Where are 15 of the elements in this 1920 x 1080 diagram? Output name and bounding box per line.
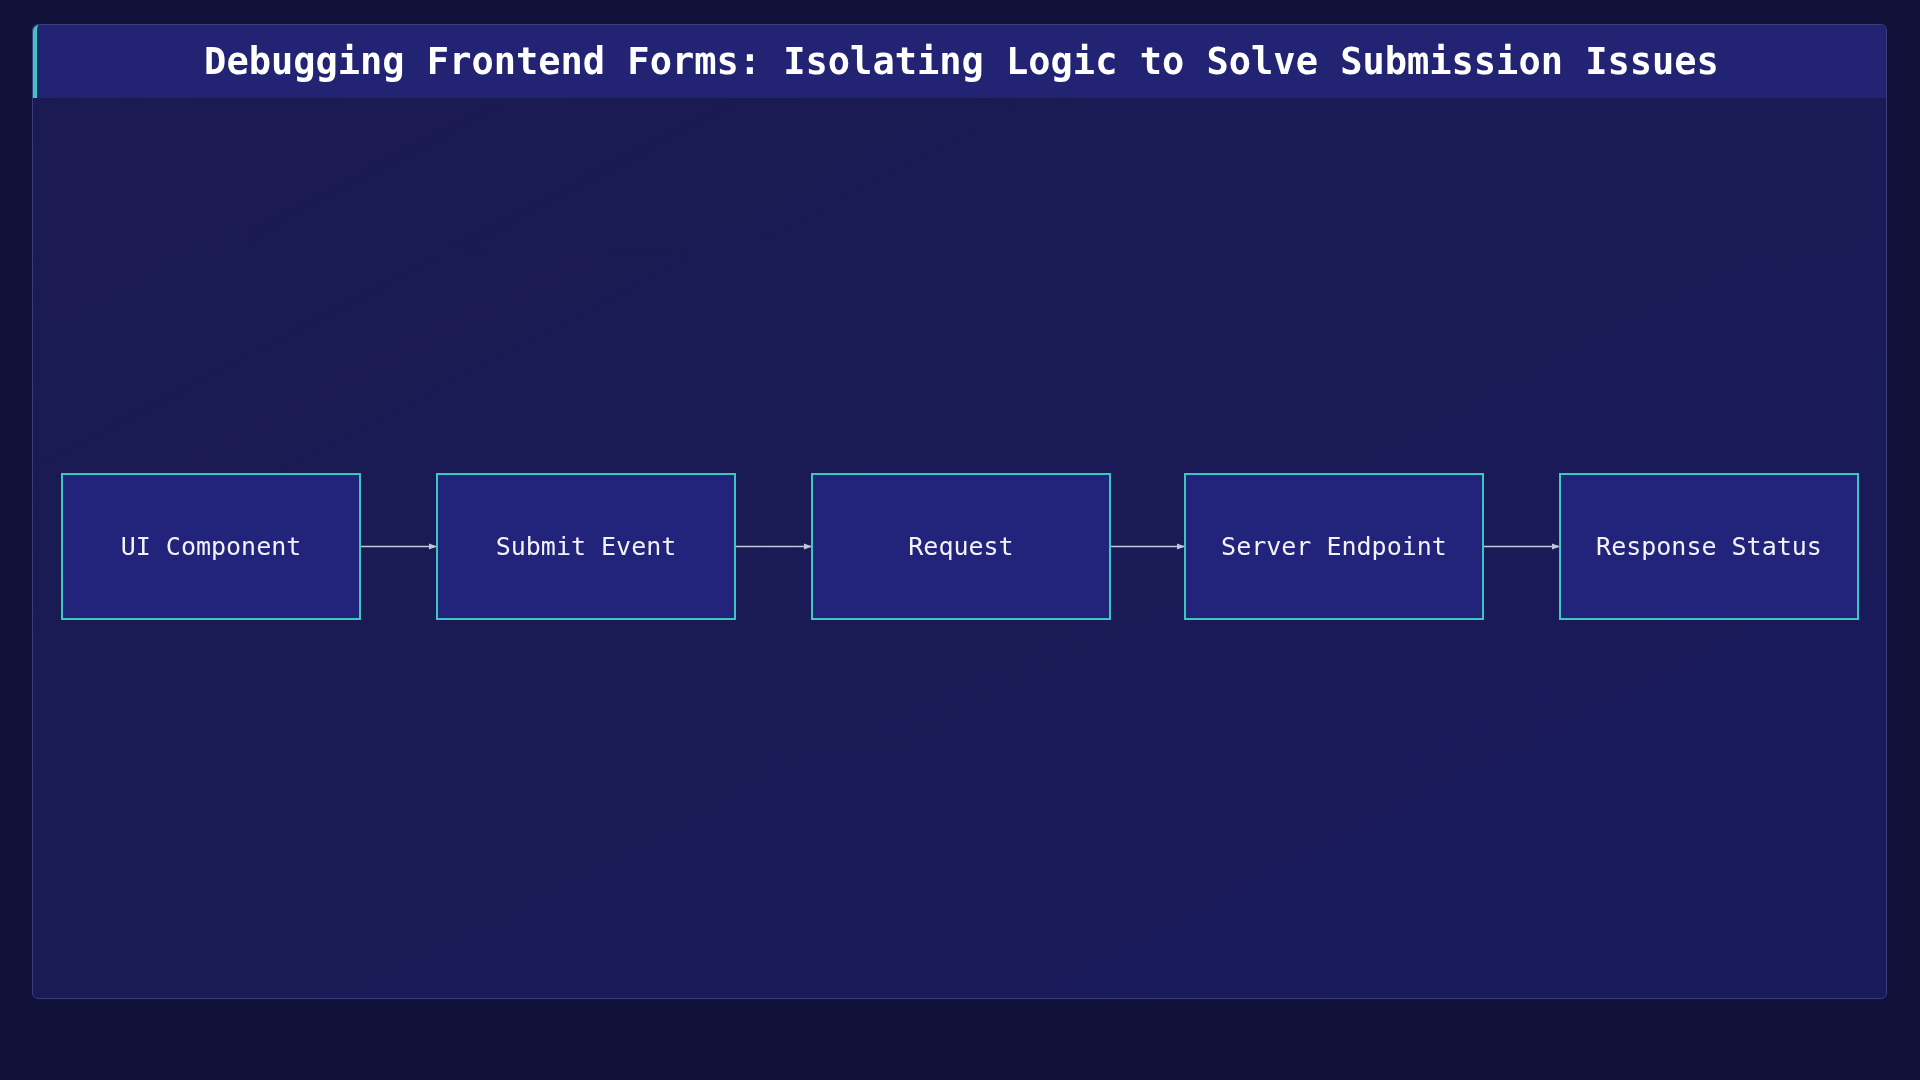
box-label: Submit Event [495,531,677,563]
box-label: Response Status [1596,531,1822,563]
process-box [436,473,736,620]
box-label: UI Component [120,531,302,563]
title: Debugging Frontend Forms: Isolating Logic to Solve Submission Issues [204,38,1719,85]
process-box [1559,473,1859,620]
process-box [1184,473,1484,620]
arrow [360,543,437,550]
process-box [811,473,1111,620]
box-label: Server Endpoint [1221,531,1447,563]
process-box [61,473,361,620]
arrow [735,543,812,550]
arrow [1483,543,1560,550]
box-label: Request [908,531,1014,563]
arrow [1110,543,1185,550]
